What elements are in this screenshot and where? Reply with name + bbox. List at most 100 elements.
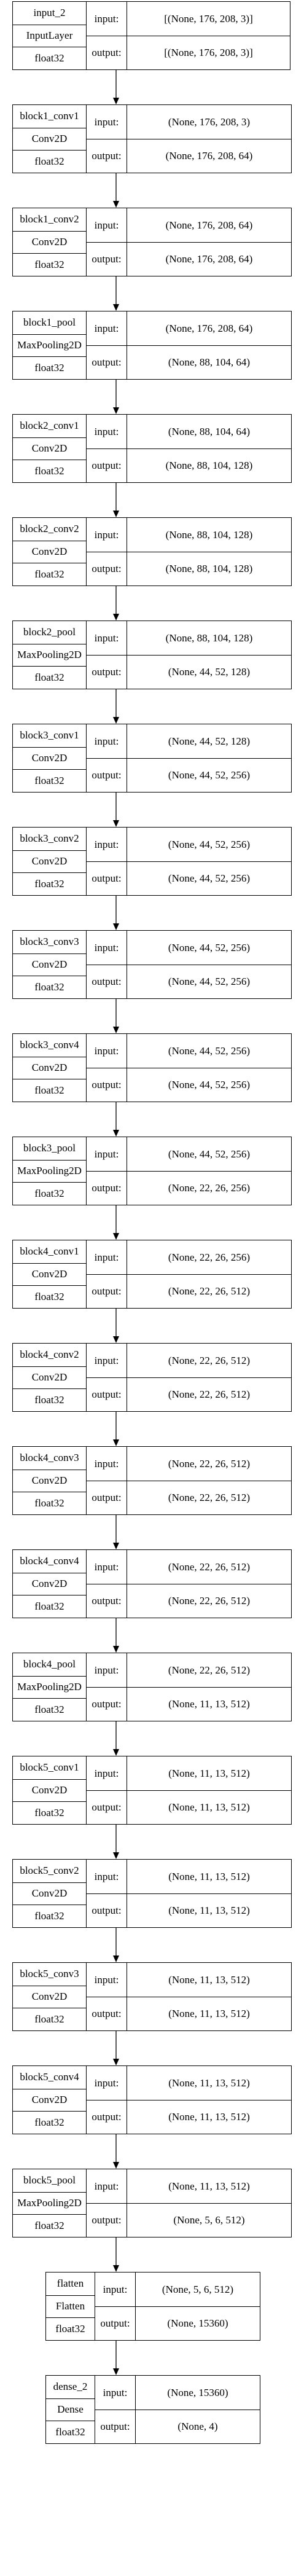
input-shape: (None, 88, 104, 64) [168, 425, 251, 437]
input-label: input: [87, 1653, 127, 1687]
layer-name: flatten [46, 2273, 95, 2295]
layer-name: block4_pool [13, 1653, 87, 1676]
layer-name: input_2 [13, 2, 87, 25]
output-label: output: [95, 2306, 136, 2340]
io-panel: input:(None, 88, 104, 64)output:(None, 8… [87, 415, 291, 482]
input-shape: (None, 44, 52, 256) [168, 941, 251, 953]
output-shape: (None, 22, 26, 512) [127, 1274, 291, 1308]
io-panel: input:(None, 44, 52, 128)output:(None, 4… [87, 724, 291, 792]
edge-arrowhead [113, 1027, 119, 1033]
output-shape: [(None, 176, 208, 3)] [127, 36, 290, 69]
layer-dtype: float32 [13, 1079, 87, 1102]
layer-type: Dense [46, 2398, 95, 2421]
io-panel: input:(None, 88, 104, 128)output:(None, … [87, 621, 291, 689]
output-shape: (None, 11, 13, 512) [127, 1997, 291, 2030]
io-panel: input:(None, 44, 52, 256)output:(None, 4… [87, 1034, 291, 1102]
output-shape: (None, 22, 26, 512) [127, 1377, 291, 1411]
layer-type: Conv2D [13, 1056, 87, 1079]
input-shape: (None, 176, 208, 64) [165, 322, 253, 334]
output-label: output: [95, 2410, 136, 2443]
input-label: input: [95, 2376, 136, 2410]
edge-arrowhead [113, 1646, 119, 1653]
edge-arrowhead [113, 1852, 119, 1859]
layer-name: block5_conv3 [13, 1963, 87, 1986]
layer-type: Conv2D [13, 540, 87, 563]
input-label: input: [87, 2066, 127, 2100]
io-panel: input:(None, 176, 208, 3)output:(None, 1… [87, 105, 291, 173]
layer-dtype: float32 [46, 2317, 95, 2340]
layer-dtype: float32 [13, 1285, 87, 1308]
layer-type: Conv2D [13, 850, 87, 873]
output-shape: (None, 88, 104, 128) [127, 448, 291, 482]
io-panel: input:(None, 11, 13, 512)output:(None, 5… [87, 2169, 291, 2237]
output-label: output: [87, 1377, 127, 1411]
input-shape: (None, 22, 26, 512) [168, 1354, 251, 1366]
output-shape: (None, 176, 208, 64) [127, 139, 291, 173]
output-label: output: [87, 1068, 127, 1102]
layer-dtype: float32 [13, 1595, 87, 1618]
edge-arrowhead [113, 2059, 119, 2065]
output-shape: (None, 5, 6, 512) [127, 2203, 291, 2237]
input-shape: (None, 22, 26, 512) [168, 1664, 251, 1676]
layer-name: block2_conv2 [13, 518, 87, 541]
input-shape: (None, 22, 26, 512) [168, 1560, 251, 1573]
output-shape: (None, 22, 26, 256) [127, 1171, 291, 1205]
output-shape: (None, 11, 13, 512) [127, 1790, 291, 1824]
edge-arrowhead [113, 1233, 119, 1240]
layer-name: block5_conv1 [13, 1756, 87, 1779]
layer-type: MaxPooling2D [13, 643, 87, 667]
io-panel: input:(None, 11, 13, 512)output:(None, 1… [87, 1756, 291, 1824]
output-shape: (None, 44, 52, 256) [127, 758, 291, 792]
layer-dtype: float32 [13, 2111, 87, 2134]
io-panel: input:(None, 176, 208, 64)output:(None, … [87, 311, 291, 379]
io-panel: input:(None, 22, 26, 512)output:(None, 2… [87, 1550, 291, 1618]
input-shape: (None, 22, 26, 512) [168, 1457, 251, 1470]
input-shape: (None, 44, 52, 128) [168, 735, 251, 747]
layer-type: Conv2D [13, 953, 87, 976]
input-shape: (None, 11, 13, 512) [168, 2077, 250, 2089]
edge-arrowhead [113, 1336, 119, 1343]
layer-name: block2_conv1 [13, 415, 87, 437]
output-label: output: [87, 1171, 127, 1205]
edge-arrowhead [113, 201, 119, 208]
input-label: input: [87, 1963, 127, 1997]
output-shape: (None, 44, 52, 128) [127, 655, 291, 689]
io-panel: input:(None, 11, 13, 512)output:(None, 1… [87, 1860, 291, 1927]
edge-arrowhead [113, 2368, 119, 2375]
io-panel: input:(None, 22, 26, 512)output:(None, 2… [87, 1344, 291, 1411]
output-label: output: [87, 1584, 127, 1618]
edge-arrowhead [113, 304, 119, 311]
output-shape: (None, 4) [136, 2410, 260, 2443]
io-panel: input:(None, 5, 6, 512)output:(None, 153… [95, 2273, 260, 2340]
edge-arrowhead [113, 717, 119, 724]
input-label: input: [87, 931, 127, 965]
layer-type: Conv2D [13, 1572, 87, 1595]
edge-arrowhead [113, 820, 119, 827]
layer-name: dense_2 [46, 2376, 95, 2398]
edge-arrowhead [113, 1955, 119, 1962]
layer-dtype: float32 [13, 150, 87, 173]
layer-name: block3_conv2 [13, 828, 87, 850]
input-label: input: [87, 311, 127, 345]
input-label: input: [87, 415, 127, 448]
input-shape: (None, 176, 208, 3) [168, 115, 251, 128]
input-shape: (None, 44, 52, 256) [168, 1148, 251, 1160]
input-shape: (None, 11, 13, 512) [168, 2180, 250, 2192]
layer-type: MaxPooling2D [13, 2191, 87, 2215]
output-shape: (None, 44, 52, 256) [127, 861, 291, 895]
layer-type: Conv2D [13, 127, 87, 151]
layer-name: block3_pool [13, 1137, 87, 1160]
input-label: input: [87, 828, 127, 861]
